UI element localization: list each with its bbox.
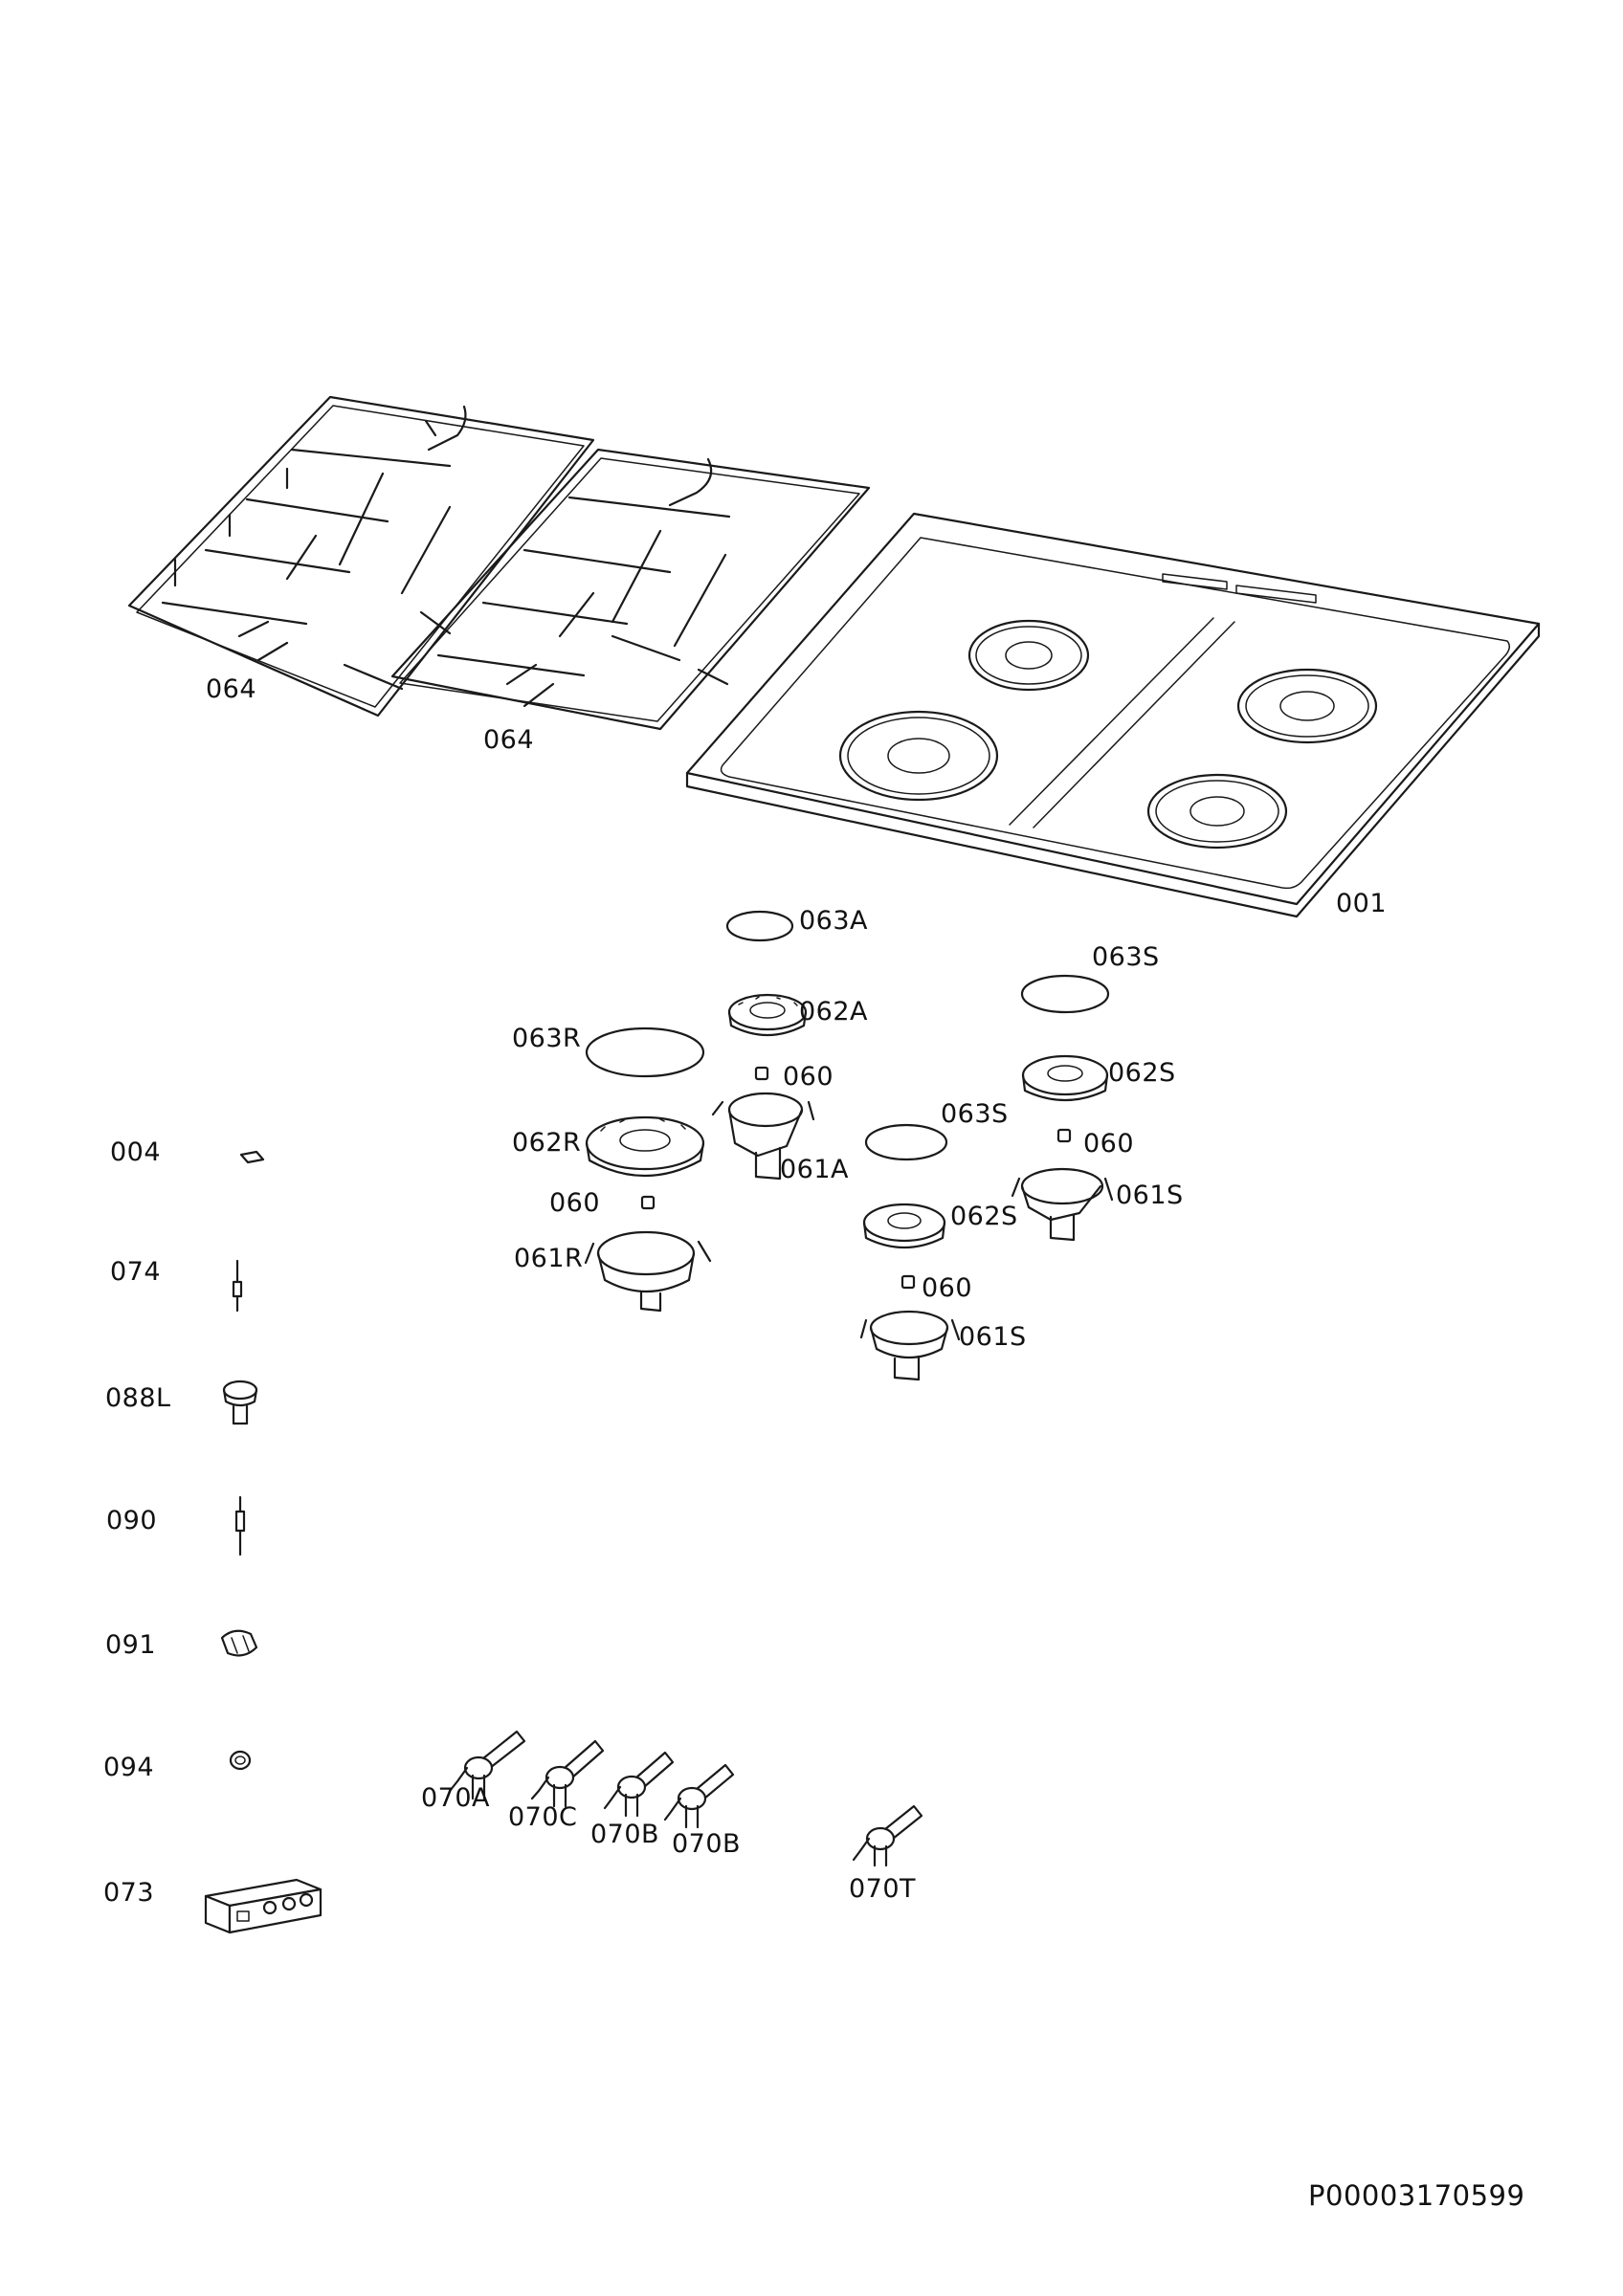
burner-cap-063S-mid <box>864 1123 948 1161</box>
label-063S-mid: 063S <box>941 1099 1009 1129</box>
label-070B-2: 070B <box>672 1829 742 1859</box>
label-001: 001 <box>1336 889 1388 918</box>
gas-tap-070B-1 <box>603 1751 675 1818</box>
label-063A: 063A <box>799 906 869 936</box>
label-060-a: 060 <box>783 1062 834 1092</box>
flame-spreader-062R <box>585 1115 705 1178</box>
label-061R: 061R <box>514 1244 584 1273</box>
label-074: 074 <box>110 1257 162 1287</box>
label-062A: 062A <box>799 997 869 1027</box>
label-063S-top: 063S <box>1092 942 1160 972</box>
flame-spreader-062S-mid <box>862 1203 946 1249</box>
injector-060-d <box>900 1274 916 1290</box>
label-061S-top: 061S <box>1116 1181 1184 1210</box>
part-091-clamp <box>220 1629 258 1657</box>
pan-support-grid-right <box>390 448 871 731</box>
label-091: 091 <box>105 1630 157 1660</box>
part-073-ignition-switch-block <box>204 1878 322 1934</box>
label-064-left: 064 <box>206 674 257 704</box>
label-070C: 070C <box>508 1802 578 1832</box>
label-073: 073 <box>103 1878 155 1908</box>
document-number: P00003170599 <box>1308 2179 1525 2212</box>
flame-spreader-062S-top <box>1021 1054 1109 1102</box>
label-061S-bot: 061S <box>959 1322 1027 1352</box>
burner-body-061S-top <box>1011 1167 1114 1242</box>
gas-tap-070B-2 <box>663 1763 735 1829</box>
burner-body-061S-bot <box>859 1310 961 1381</box>
gas-tap-070T <box>852 1804 923 1867</box>
part-090-ignition-electrode <box>234 1495 246 1556</box>
label-064-right: 064 <box>483 725 535 755</box>
injector-060-b <box>640 1195 656 1210</box>
burner-cap-063A <box>725 910 794 942</box>
label-088L: 088L <box>105 1383 171 1413</box>
label-070T: 070T <box>849 1874 917 1904</box>
injector-060-a <box>754 1066 769 1081</box>
injector-060-c <box>1056 1128 1072 1143</box>
part-094-washer <box>229 1750 252 1771</box>
flame-spreader-062A <box>727 993 808 1037</box>
gas-tap-070A <box>448 1730 526 1800</box>
part-088L-knob <box>222 1380 258 1425</box>
label-063R: 063R <box>512 1024 582 1053</box>
label-090: 090 <box>106 1506 158 1535</box>
label-004: 004 <box>110 1137 162 1167</box>
label-094: 094 <box>103 1753 155 1782</box>
label-062S-mid: 062S <box>950 1202 1018 1231</box>
label-062S-top: 062S <box>1108 1058 1176 1088</box>
label-060-c: 060 <box>1083 1129 1135 1159</box>
part-074-thermocouple <box>232 1259 243 1313</box>
pan-support-grid-left <box>127 395 595 718</box>
label-070B-1: 070B <box>590 1820 660 1849</box>
burner-body-061A <box>711 1092 815 1181</box>
part-004-clip <box>239 1150 265 1164</box>
label-070A: 070A <box>421 1783 491 1813</box>
label-062R: 062R <box>512 1128 582 1158</box>
label-060-d: 060 <box>922 1273 973 1303</box>
burner-cap-063R <box>585 1027 705 1078</box>
label-060-b: 060 <box>549 1188 601 1218</box>
label-061A: 061A <box>780 1155 850 1184</box>
hob-top-panel <box>685 512 1541 918</box>
burner-cap-063S-top <box>1020 974 1110 1014</box>
gas-tap-070C <box>530 1739 605 1808</box>
burner-body-061R <box>584 1230 712 1313</box>
